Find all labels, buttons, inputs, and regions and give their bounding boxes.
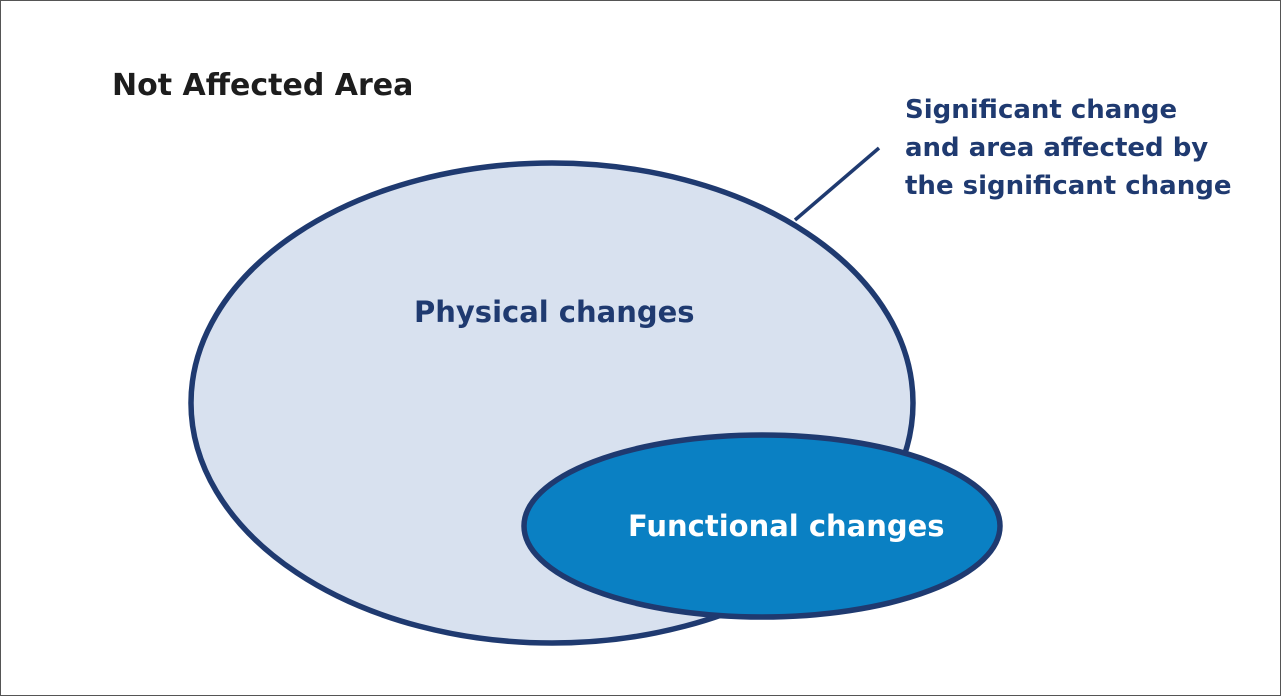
significant-change-line-3: the significant change: [905, 171, 1232, 201]
functional-changes-ellipse: [521, 432, 1003, 620]
functional-changes-label: Functional changes: [628, 509, 945, 543]
not-affected-area-label: Not Affected Area: [112, 68, 413, 103]
significant-change-line-1: Significant change: [905, 95, 1177, 125]
significant-change-line-2: and area affected by: [905, 133, 1208, 163]
callout-connector-line: [793, 146, 881, 222]
physical-changes-label: Physical changes: [414, 295, 695, 329]
